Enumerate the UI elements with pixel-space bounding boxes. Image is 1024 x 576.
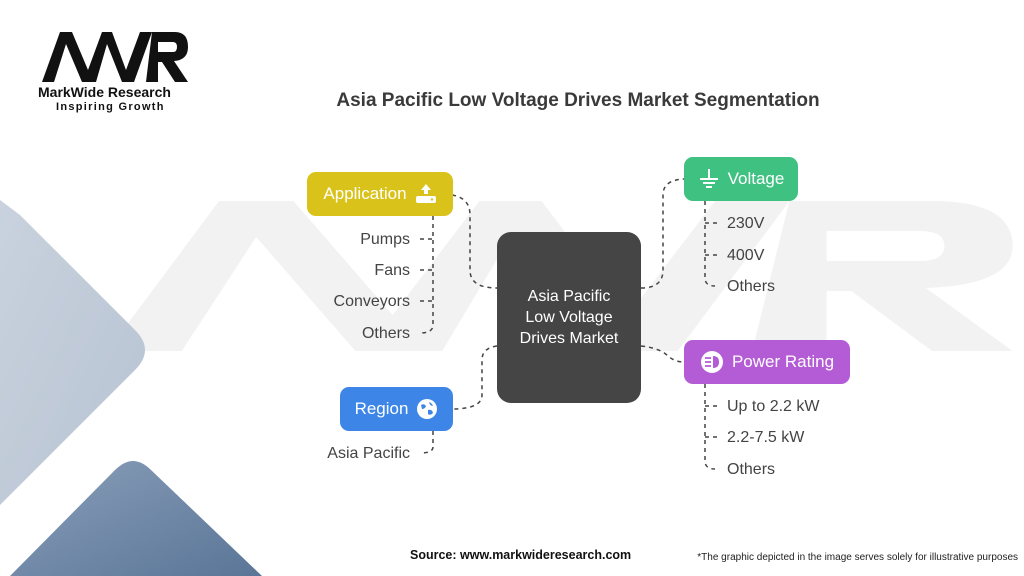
- list-item: 230V: [727, 215, 765, 232]
- list-item: Pumps: [360, 231, 410, 248]
- segment-voltage: Voltage: [684, 157, 798, 201]
- center-label: Asia Pacific Low Voltage Drives Market: [519, 288, 619, 347]
- segment-region: Region: [340, 387, 453, 431]
- list-item: Asia Pacific: [327, 445, 410, 462]
- segment-label: Voltage: [727, 169, 785, 188]
- list-item: Others: [727, 461, 776, 478]
- brand-name: MarkWide Research: [38, 84, 171, 100]
- headlight-icon: [700, 351, 723, 373]
- list-item: Fans: [374, 262, 410, 279]
- segment-label: Region: [354, 399, 409, 418]
- source-text: Source: www.markwideresearch.com: [410, 548, 632, 562]
- page-title: Asia Pacific Low Voltage Drives Market S…: [336, 90, 820, 111]
- center-node: Asia Pacific Low Voltage Drives Market: [497, 232, 641, 403]
- segment-application: Application: [307, 172, 453, 216]
- list-item: 400V: [727, 247, 765, 264]
- list-item: Conveyors: [333, 293, 410, 310]
- segment-power-rating: Power Rating: [684, 340, 850, 384]
- list-item: 2.2-7.5 kW: [727, 429, 805, 446]
- segment-label: Application: [323, 184, 407, 203]
- list-item: Others: [727, 278, 776, 295]
- ground-icon: [699, 169, 718, 188]
- disclaimer-text: *The graphic depicted in the image serve…: [697, 552, 1018, 563]
- upload-tray-icon: [415, 184, 436, 203]
- list-item: Up to 2.2 kW: [727, 398, 820, 415]
- connectors: [419, 178, 717, 470]
- brand-tagline: Inspiring Growth: [56, 101, 165, 113]
- decor-shape-light: [0, 200, 145, 505]
- segment-label: Power Rating: [731, 352, 835, 371]
- list-item: Others: [361, 325, 410, 342]
- brand-logo: [42, 32, 188, 82]
- globe-icon: [417, 399, 438, 419]
- decor-shape-dark: [10, 461, 262, 576]
